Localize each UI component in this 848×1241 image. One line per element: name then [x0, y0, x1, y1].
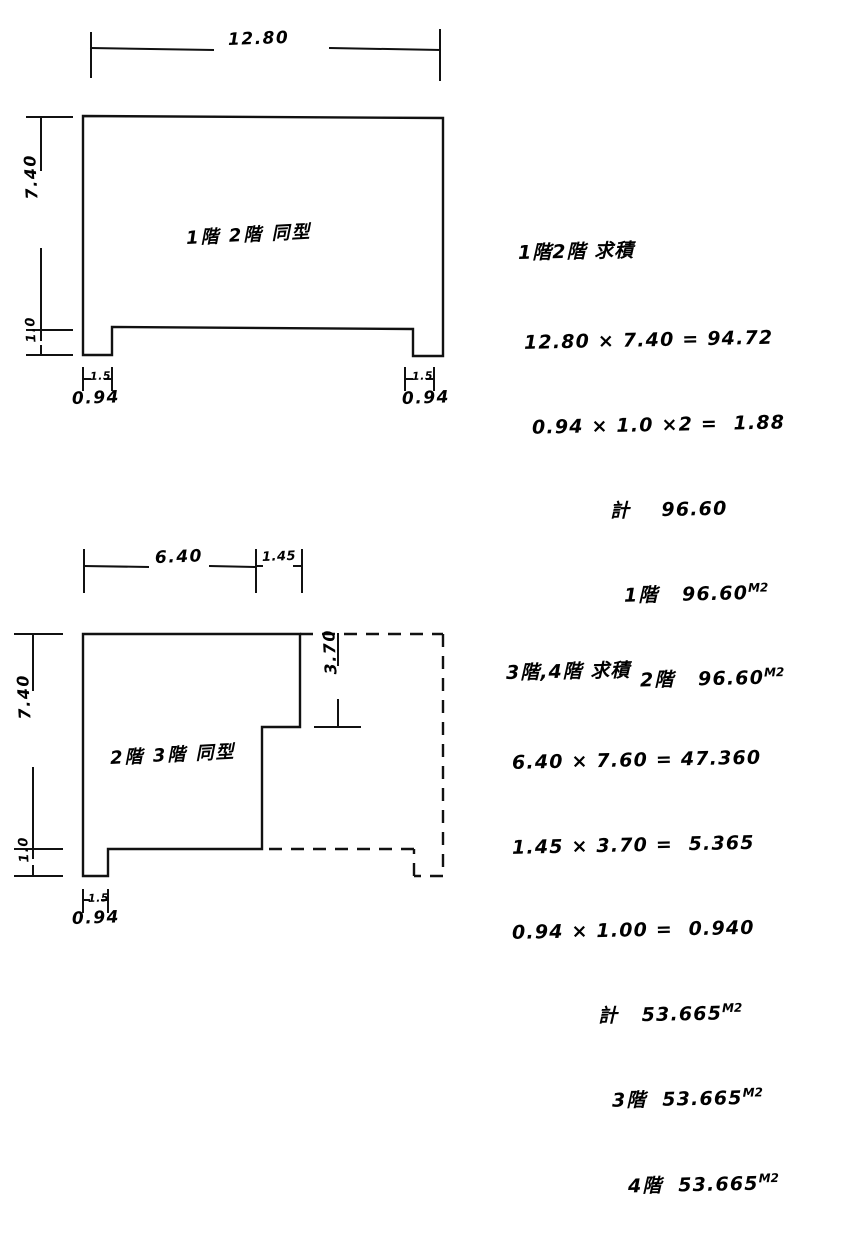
worksheet-sheet: 12.80 7.40 1.0 1.5 1.5 0.94 0.94 1階 2階 同… — [13, 27, 786, 1197]
lower-dim-inner-370 — [314, 633, 361, 728]
calc-lower-row-2-text: 0.94 × 1.00 = 0.940 — [511, 917, 755, 945]
calculation-block-lower: 3階,4階 求積 6.40 × 7.60 = 47.360 1.45 × 3.7… — [506, 620, 779, 1241]
upper-dim-label-notch-height: 1.0 — [23, 316, 40, 343]
calc-lower-row-1: 1.45 × 3.70 = 5.365 — [506, 828, 780, 862]
calc-lower-row-0: 6.40 × 7.60 = 47.360 — [506, 743, 780, 777]
lower-figure-solid-geometry — [81, 632, 302, 878]
calc-lower-row-4-unit: M2 — [742, 1085, 764, 1101]
upper-dim-label-notch-right: 0.94 — [401, 387, 451, 409]
upper-dim-tick-right: 1.5 — [411, 369, 434, 383]
lower-dim-label-height: 7.40 — [13, 673, 35, 720]
calc-lower-row-0-text: 6.40 × 7.60 = 47.360 — [511, 746, 762, 774]
lower-dim-left — [14, 633, 63, 877]
calc-lower-row-1-text: 1.45 × 3.70 = 5.365 — [511, 831, 755, 859]
calc-lower-title: 3階,4階 求積 — [505, 659, 631, 684]
lower-dim-label-inner-height: 3.70 — [319, 628, 341, 675]
calc-upper-row-0: 12.80 × 7.40 = 94.72 — [518, 323, 786, 357]
lower-dim-tick-left: 1.5 — [87, 891, 110, 905]
calc-lower-row-2: 0.94 × 1.00 = 0.940 — [506, 914, 780, 948]
lower-dim-label-width-solid: 6.40 — [154, 546, 204, 568]
lower-dim-top — [82, 549, 303, 593]
calc-upper-row-3-text: 1階 96.60 — [623, 582, 749, 608]
calc-upper-row-0-text: 12.80 × 7.40 = 94.72 — [523, 326, 774, 354]
upper-figure-geometry — [81, 114, 445, 358]
upper-dim-notch-left — [82, 367, 113, 391]
upper-dim-top — [89, 29, 442, 81]
lower-dim-label-notch-height: 1.0 — [16, 836, 33, 863]
calc-upper-row-3: 1階 96.60M2 — [518, 579, 786, 613]
lower-dim-notch-left — [82, 889, 109, 913]
lower-figure-dashed-geometry — [262, 632, 445, 878]
calc-upper-row-2: 計 96.60 — [518, 494, 786, 528]
upper-dim-tick-left: 1.5 — [89, 369, 112, 383]
calc-upper-row-2-text: 計 96.60 — [609, 497, 728, 523]
calc-lower-row-4-text: 3階 53.665 — [611, 1087, 743, 1113]
lower-dim-label-notch-left: 0.94 — [71, 907, 121, 929]
calc-upper-row-1-text: 0.94 × 1.0 ×2 = 1.88 — [531, 411, 786, 439]
calc-lower-row-5: 4階 53.665M2 — [506, 1169, 780, 1203]
upper-dim-label-width: 12.80 — [227, 27, 290, 50]
calc-lower-row-3-unit: M2 — [721, 1001, 743, 1016]
calc-lower-row-5-unit: M2 — [758, 1170, 780, 1185]
calc-upper-row-3-unit: M2 — [747, 580, 769, 596]
calc-lower-row-5-text: 4階 53.665 — [627, 1172, 759, 1197]
calc-upper-title: 1階2階 求積 — [517, 239, 635, 264]
calc-lower-row-3: 計 53.665M2 — [506, 999, 780, 1033]
calc-lower-row-3-text: 計 53.665 — [597, 1002, 723, 1028]
lower-dim-label-width-extra: 1.45 — [261, 548, 297, 565]
upper-dim-label-notch-left: 0.94 — [71, 387, 121, 409]
upper-dim-notch-right — [404, 367, 435, 391]
upper-dim-label-height: 7.40 — [20, 153, 42, 200]
calc-upper-row-1: 0.94 × 1.0 ×2 = 1.88 — [518, 409, 786, 443]
calc-lower-row-4: 3階 53.665M2 — [506, 1084, 780, 1118]
drawing-linework — [14, 29, 445, 913]
upper-dim-left — [26, 116, 73, 356]
